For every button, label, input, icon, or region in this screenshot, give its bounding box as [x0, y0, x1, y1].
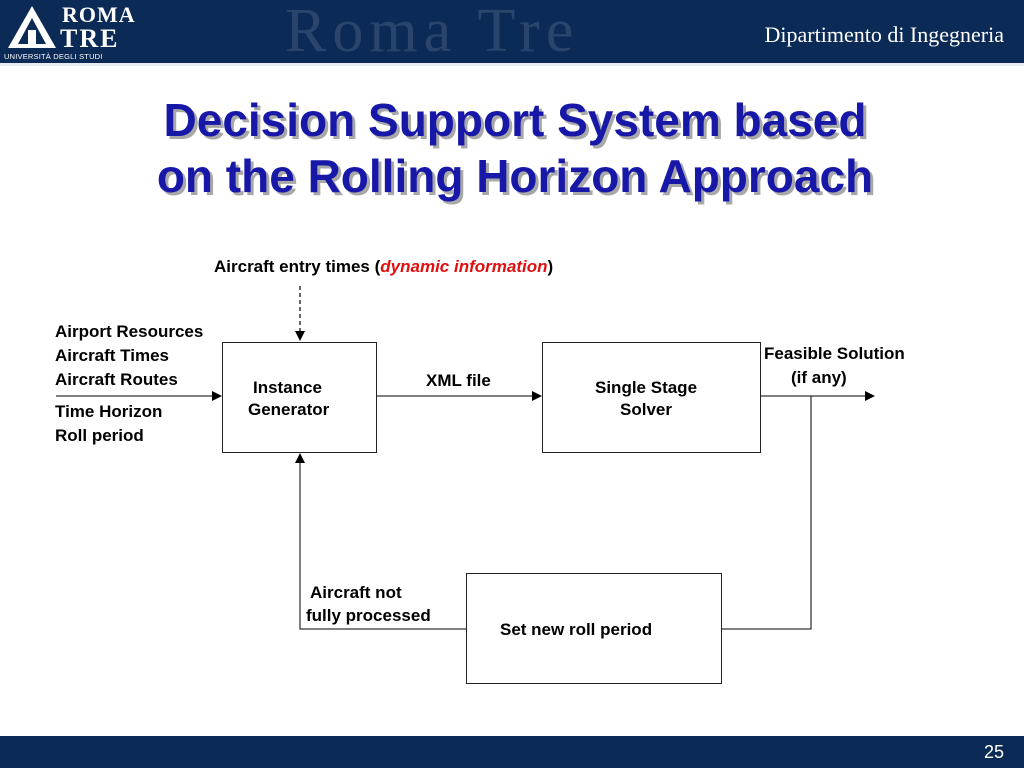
- not-processed-line-2: fully processed: [306, 606, 431, 625]
- page-number: 25: [983, 742, 1004, 762]
- feedback-to-roll-period: [722, 396, 812, 630]
- feasible-solution-label: Feasible Solution: [764, 344, 905, 363]
- logo-roma-text: ROMA: [62, 2, 136, 27]
- input-roll-period: Roll period: [55, 426, 144, 445]
- instance-generator-line-1: Instance: [253, 378, 322, 397]
- instance-generator-line-2: Generator: [248, 400, 330, 419]
- slide-title: Decision Support System based on the Rol…: [50, 92, 980, 204]
- triangle-logo-icon: [8, 6, 56, 48]
- solver-line-2: Solver: [620, 400, 672, 419]
- entry-times-prefix: Aircraft entry times (: [214, 257, 381, 276]
- footer-band: 25: [0, 736, 1024, 768]
- input-aircraft-routes: Aircraft Routes: [55, 370, 178, 389]
- xml-file-label: XML file: [426, 371, 491, 390]
- set-roll-period-box: Set new roll period: [466, 573, 722, 684]
- header-band: Roma Tre ROMA TRE UNIVERSITÀ DEGLI STUDI…: [0, 0, 1024, 66]
- entry-times-suffix: ): [547, 257, 554, 276]
- slide-title-line-1: Decision Support System based: [163, 94, 867, 146]
- input-aircraft-times: Aircraft Times: [55, 346, 170, 365]
- not-processed-line-1: Aircraft not: [310, 583, 402, 602]
- feasible-solution-if-any: (if any): [791, 368, 847, 387]
- university-logo: ROMA TRE UNIVERSITÀ DEGLI STUDI: [0, 0, 135, 64]
- single-stage-solver-box: Single Stage Solver: [542, 342, 761, 453]
- header-divider: [0, 63, 1024, 66]
- input-airport-resources: Airport Resources: [55, 322, 204, 341]
- dynamic-information-text: dynamic information: [380, 257, 548, 276]
- logo-tre-text: TRE: [60, 24, 120, 53]
- set-roll-period-text: Set new roll period: [500, 620, 653, 639]
- logo-university-text: UNIVERSITÀ DEGLI STUDI: [4, 52, 103, 61]
- feedback-to-instance-generator: [295, 453, 466, 630]
- watermark-text: Roma Tre: [285, 0, 580, 65]
- solver-line-1: Single Stage: [595, 378, 698, 397]
- department-name: Dipartimento di Ingegneria: [764, 22, 1004, 47]
- slide-title-line-2: on the Rolling Horizon Approach: [156, 150, 874, 202]
- entry-times-label: Aircraft entry times (dynamic informatio…: [214, 256, 553, 278]
- input-time-horizon: Time Horizon: [55, 402, 163, 421]
- instance-generator-box: Instance Generator: [222, 342, 377, 453]
